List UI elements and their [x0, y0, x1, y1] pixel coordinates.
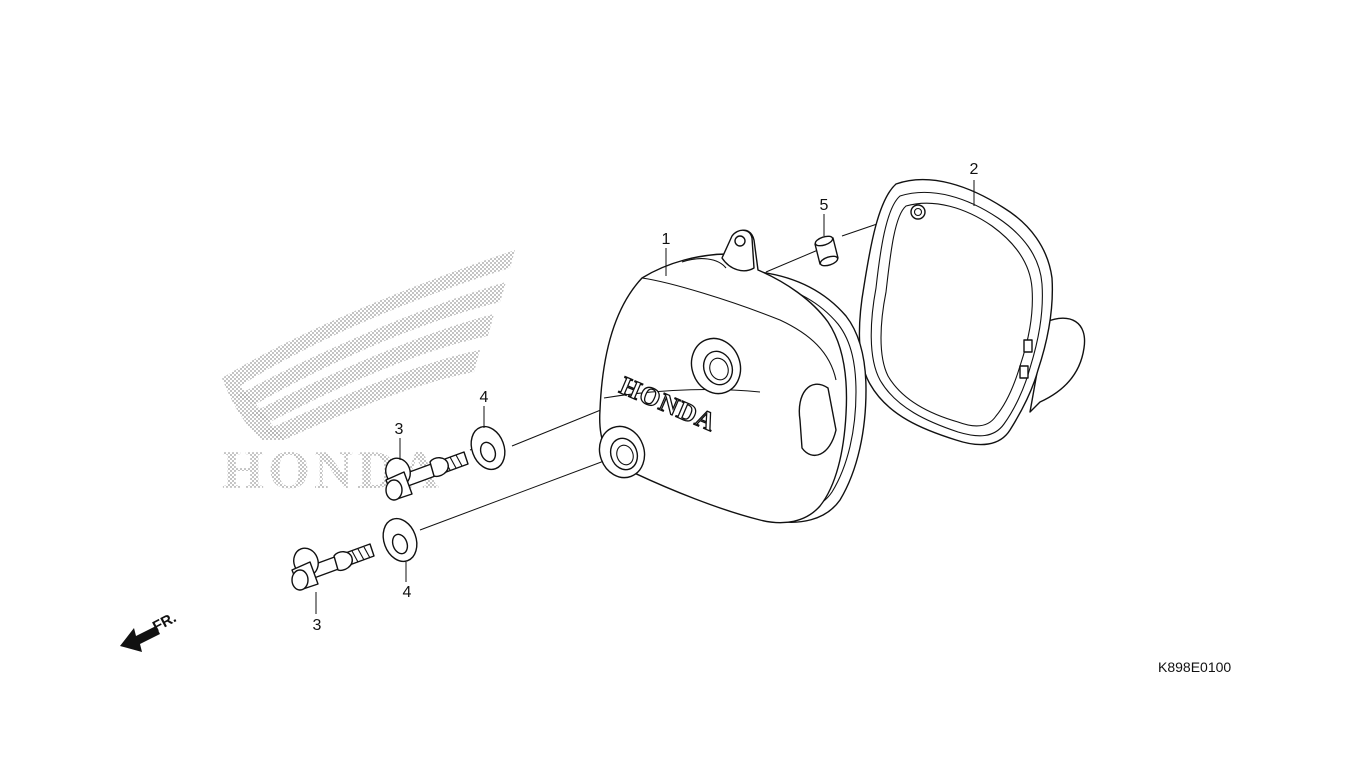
- dowel-pin-part-5: [814, 235, 839, 267]
- washer-part-4-upper: [470, 425, 506, 471]
- bolt-part-3-lower: [291, 543, 375, 591]
- callout-3-lower: 3: [313, 617, 322, 634]
- bolt-part-3-upper: [385, 451, 469, 501]
- callout-3-upper: 3: [395, 421, 404, 438]
- callout-4-lower: 4: [403, 584, 412, 601]
- front-arrow-icon: [120, 626, 160, 652]
- honda-wing-watermark: HONDA: [222, 250, 515, 500]
- callout-4-upper: 4: [480, 389, 489, 406]
- front-direction-indicator: FR.: [120, 609, 179, 652]
- diagram-code: K898E0100: [1158, 659, 1231, 675]
- callout-5: 5: [820, 197, 829, 214]
- gasket-part-2: [858, 178, 1086, 446]
- washer-part-4-lower: [382, 517, 418, 563]
- callout-1: 1: [662, 231, 671, 248]
- callout-2: 2: [970, 161, 979, 178]
- cylinder-head-cover-part-1: HONDA: [598, 229, 867, 524]
- callout-ticks: [315, 180, 975, 614]
